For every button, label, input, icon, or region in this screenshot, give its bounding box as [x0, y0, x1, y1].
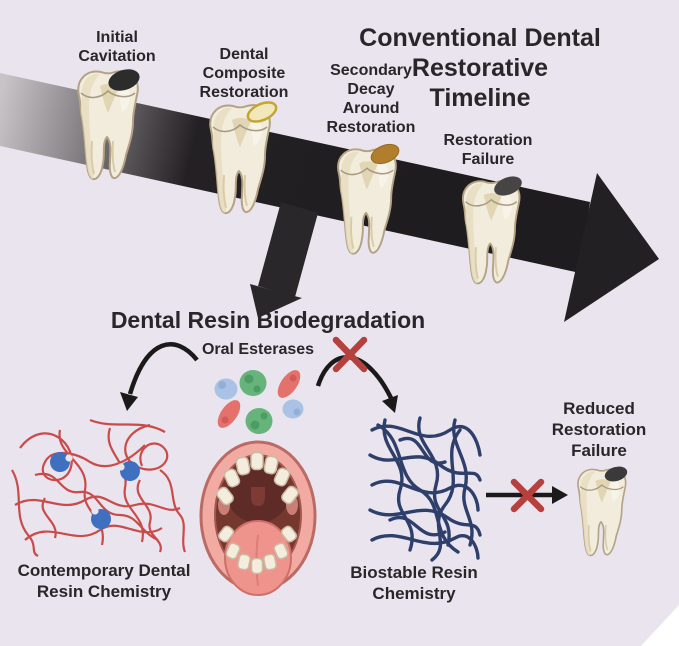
curved-arrow-left-icon — [120, 342, 199, 411]
biostable-resin-network — [368, 416, 482, 562]
red-x-outcome-icon — [510, 478, 545, 513]
red-x-biostable-icon — [332, 336, 368, 373]
timeline-arrow — [0, 73, 659, 322]
tooth-reduced-failure — [577, 466, 628, 557]
straight-arrow-icon — [486, 486, 568, 504]
mouth-teeth — [216, 451, 299, 575]
enzyme-green-icon — [239, 370, 273, 434]
enzyme-red-icon — [217, 370, 301, 428]
tooth-initial-cavitation — [77, 69, 140, 181]
tooth-composite-restoration — [209, 101, 278, 215]
enzyme-blue-icon — [214, 378, 304, 419]
tooth-secondary-decay — [337, 143, 400, 255]
enzyme-blobs — [214, 370, 304, 434]
open-mouth-illustration — [199, 440, 317, 596]
corner-cut — [641, 605, 679, 646]
contemporary-resin-network — [11, 418, 187, 557]
branch-arrow-icon — [250, 202, 318, 318]
tooth-restoration-failure — [462, 176, 522, 285]
